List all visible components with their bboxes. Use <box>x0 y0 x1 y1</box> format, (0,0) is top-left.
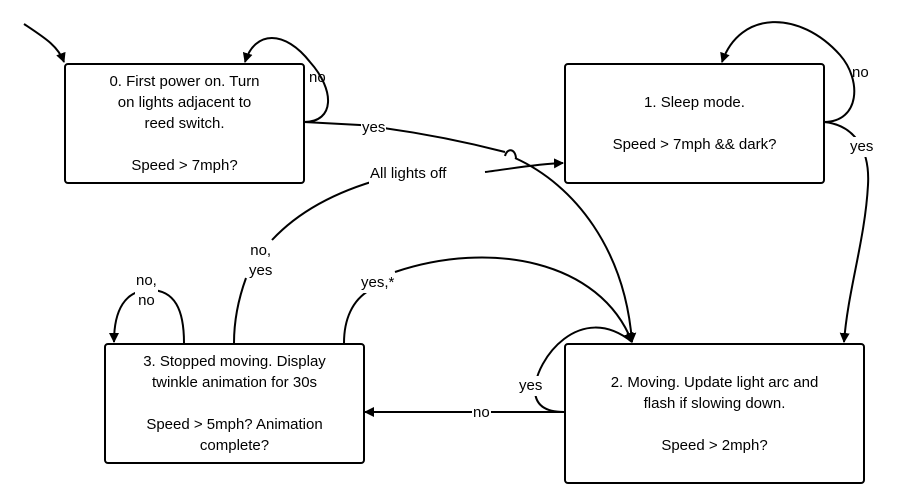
state-0-line-3: reed switch. <box>144 115 225 132</box>
label-s3-to-s1-conditions: no, yes <box>248 241 274 281</box>
label-s2-self-yes: yes <box>518 376 544 396</box>
state-2-line-2: flash if slowing down. <box>643 394 786 412</box>
label-s3-to-s1-action: All lights off <box>369 164 448 184</box>
state-2-moving[interactable]: 2. Moving. Update light arc and flash if… <box>564 343 865 484</box>
state-3-line-2: twinkle animation for 30s <box>151 374 318 391</box>
edge-s2-self <box>533 326 633 413</box>
label-s3-to-s2-yes-star: yes,* <box>360 273 396 293</box>
edge-crossing-hop <box>504 149 517 159</box>
state-0-question: Speed > 7mph? <box>131 157 238 174</box>
edge-s0-self <box>242 37 330 123</box>
edge-s3-to-s2 <box>343 256 632 343</box>
state-3-question-1: Speed > 5mph? Animation <box>146 416 323 433</box>
state-3-stopped-moving[interactable]: 3. Stopped moving. Display twinkle anima… <box>104 343 365 464</box>
edge-start-to-s0 <box>23 23 66 63</box>
label-s3-self: no, no <box>135 271 158 311</box>
label-s1-self-no: no <box>852 64 869 81</box>
label-s2-to-s3-no: no <box>472 403 491 423</box>
state-0-line-1: 0. First power on. Turn <box>109 73 260 90</box>
label-s1-to-s2-yes: yes <box>849 137 875 157</box>
state-2-line-1: 2. Moving. Update light arc and <box>610 373 819 391</box>
state-2-question: Speed > 2mph? <box>661 436 768 454</box>
edge-s3-to-s1 <box>233 163 563 344</box>
state-1-question: Speed > 7mph && dark? <box>612 136 777 153</box>
label-s0-to-s2-yes: yes <box>361 118 387 138</box>
state-1-sleep-mode[interactable]: 1. Sleep mode. Speed > 7mph && dark? <box>564 63 825 184</box>
label-s0-self-no: no <box>309 69 326 86</box>
state-0-first-power-on[interactable]: 0. First power on. Turn on lights adjace… <box>64 63 305 184</box>
state-0-line-2: on lights adjacent to <box>117 94 252 111</box>
edge-s1-to-s2 <box>823 121 870 343</box>
state-3-line-1: 3. Stopped moving. Display <box>143 353 326 370</box>
state-1-line-1: 1. Sleep mode. <box>644 94 745 111</box>
edge-s1-self <box>720 21 856 123</box>
state-3-question-2: complete? <box>199 437 270 454</box>
